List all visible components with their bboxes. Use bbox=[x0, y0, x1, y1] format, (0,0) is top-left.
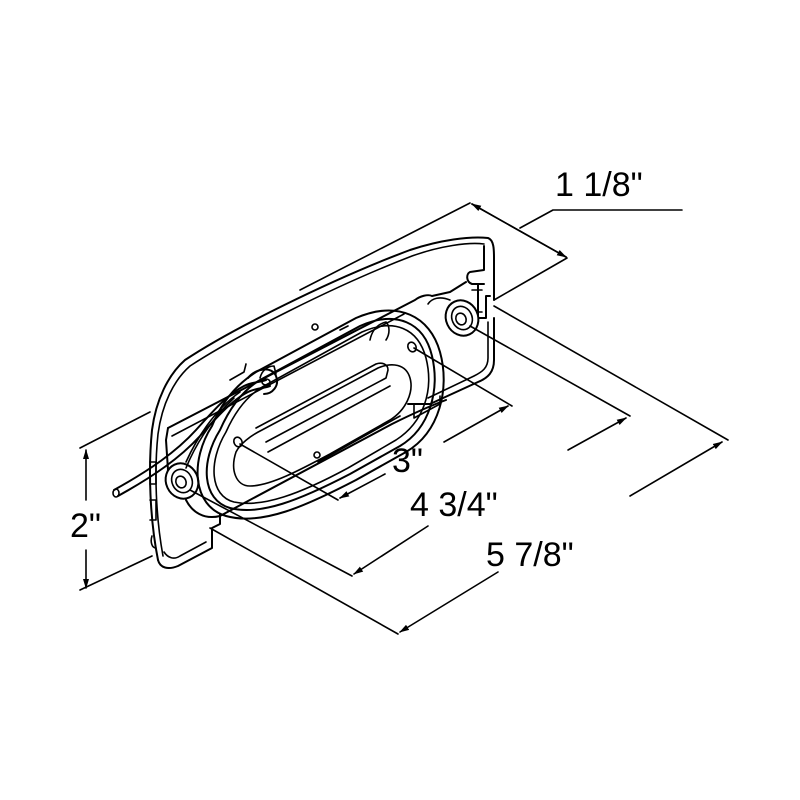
oval-lens bbox=[196, 309, 445, 520]
dimension-label-lens-length: 3" bbox=[392, 442, 423, 480]
dimension-height: 2" bbox=[70, 411, 153, 591]
dimension-label-depth: 1 1/8" bbox=[555, 166, 643, 204]
dimension-overall-length: 5 7/8" bbox=[209, 305, 729, 635]
dimension-label-overall-length: 5 7/8" bbox=[486, 536, 574, 574]
dimension-mounting-holes: 4 3/4" bbox=[189, 325, 631, 577]
dimension-label-height: 2" bbox=[70, 507, 101, 545]
mounting-hole-right bbox=[427, 297, 480, 337]
wire-lead bbox=[112, 368, 278, 498]
dimension-lens-length: 3" bbox=[239, 347, 513, 501]
dimension-label-mounting-holes: 4 3/4" bbox=[410, 486, 498, 524]
dimension-depth: 1 1/8" bbox=[299, 166, 683, 301]
marker-light-housing bbox=[112, 236, 495, 569]
